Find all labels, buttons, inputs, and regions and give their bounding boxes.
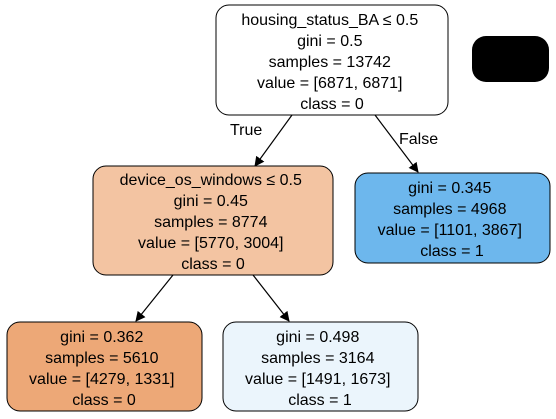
node-left-left: gini = 0.362 samples = 5610 value = [427… — [6, 321, 203, 412]
node-left-box — [92, 165, 334, 276]
node-left-right-samples: samples = 3164 — [261, 350, 375, 367]
node-left-left-value: value = [4279, 1331] — [29, 371, 174, 388]
node-right-samples: samples = 4968 — [393, 201, 507, 218]
node-right: gini = 0.345 samples = 4968 value = [110… — [354, 172, 551, 264]
svg-text:housing_status_BA ≤ 0.5: housing_status_BA ≤ 0.5 gini = 0.5 sampl… — [241, 12, 422, 113]
node-root-split: housing_status_BA ≤ 0.5 — [241, 12, 418, 29]
svg-text:device_os_windows ≤ 0.5: device_os_windows ≤ 0.5 gini = 0.45 samp… — [120, 172, 307, 273]
node-root-box — [215, 4, 449, 116]
node-left-split: device_os_windows ≤ 0.5 — [120, 172, 302, 189]
node-right-class: class = 1 — [420, 243, 484, 260]
node-root: housing_status_BA ≤ 0.5 gini = 0.5 sampl… — [215, 4, 449, 116]
node-right-gini: gini = 0.345 — [408, 180, 491, 197]
node-root-value: value = [6871, 6871] — [257, 75, 402, 92]
svg-text:gini = 0.498 samples = 3: gini = 0.498 samples = 3164 value = [149… — [245, 329, 395, 409]
node-left-right: gini = 0.498 samples = 3164 value = [149… — [222, 321, 419, 412]
node-root-samples: samples = 13742 — [269, 54, 391, 71]
node-left-left-gini: gini = 0.362 — [60, 329, 143, 346]
node-left-left-samples: samples = 5610 — [45, 350, 159, 367]
node-left-gini: gini = 0.45 — [174, 193, 248, 210]
node-left: device_os_windows ≤ 0.5 gini = 0.45 samp… — [92, 165, 334, 276]
node-left-right-box — [222, 321, 419, 412]
edge-root-to-right — [374, 114, 419, 173]
svg-text:gini = 0.362 samples = 5: gini = 0.362 samples = 5610 value = [427… — [29, 329, 179, 409]
node-left-right-gini: gini = 0.498 — [276, 329, 359, 346]
node-left-left-class: class = 0 — [72, 392, 136, 409]
node-left-right-class: class = 1 — [288, 392, 352, 409]
node-left-samples: samples = 8774 — [154, 214, 268, 231]
node-left-value: value = [5770, 3004] — [138, 235, 283, 252]
edge-label-false: False — [399, 131, 438, 148]
node-right-box — [354, 172, 551, 264]
node-left-left-box — [6, 321, 203, 412]
node-root-gini: gini = 0.5 — [297, 33, 362, 50]
edges: True False — [135, 114, 438, 322]
node-right-value: value = [1101, 3867] — [378, 222, 522, 239]
black-box — [472, 36, 549, 82]
edge-left-to-leftright — [252, 274, 290, 322]
node-left-right-value: value = [1491, 1673] — [245, 371, 390, 388]
edge-root-to-left — [254, 114, 293, 167]
node-root-class: class = 0 — [300, 96, 364, 113]
svg-text:gini = 0.345 samples = 4: gini = 0.345 samples = 4968 value = [110… — [378, 180, 527, 260]
edge-left-to-leftleft — [135, 274, 174, 322]
edge-label-true: True — [230, 122, 262, 139]
node-left-class: class = 0 — [181, 256, 245, 273]
